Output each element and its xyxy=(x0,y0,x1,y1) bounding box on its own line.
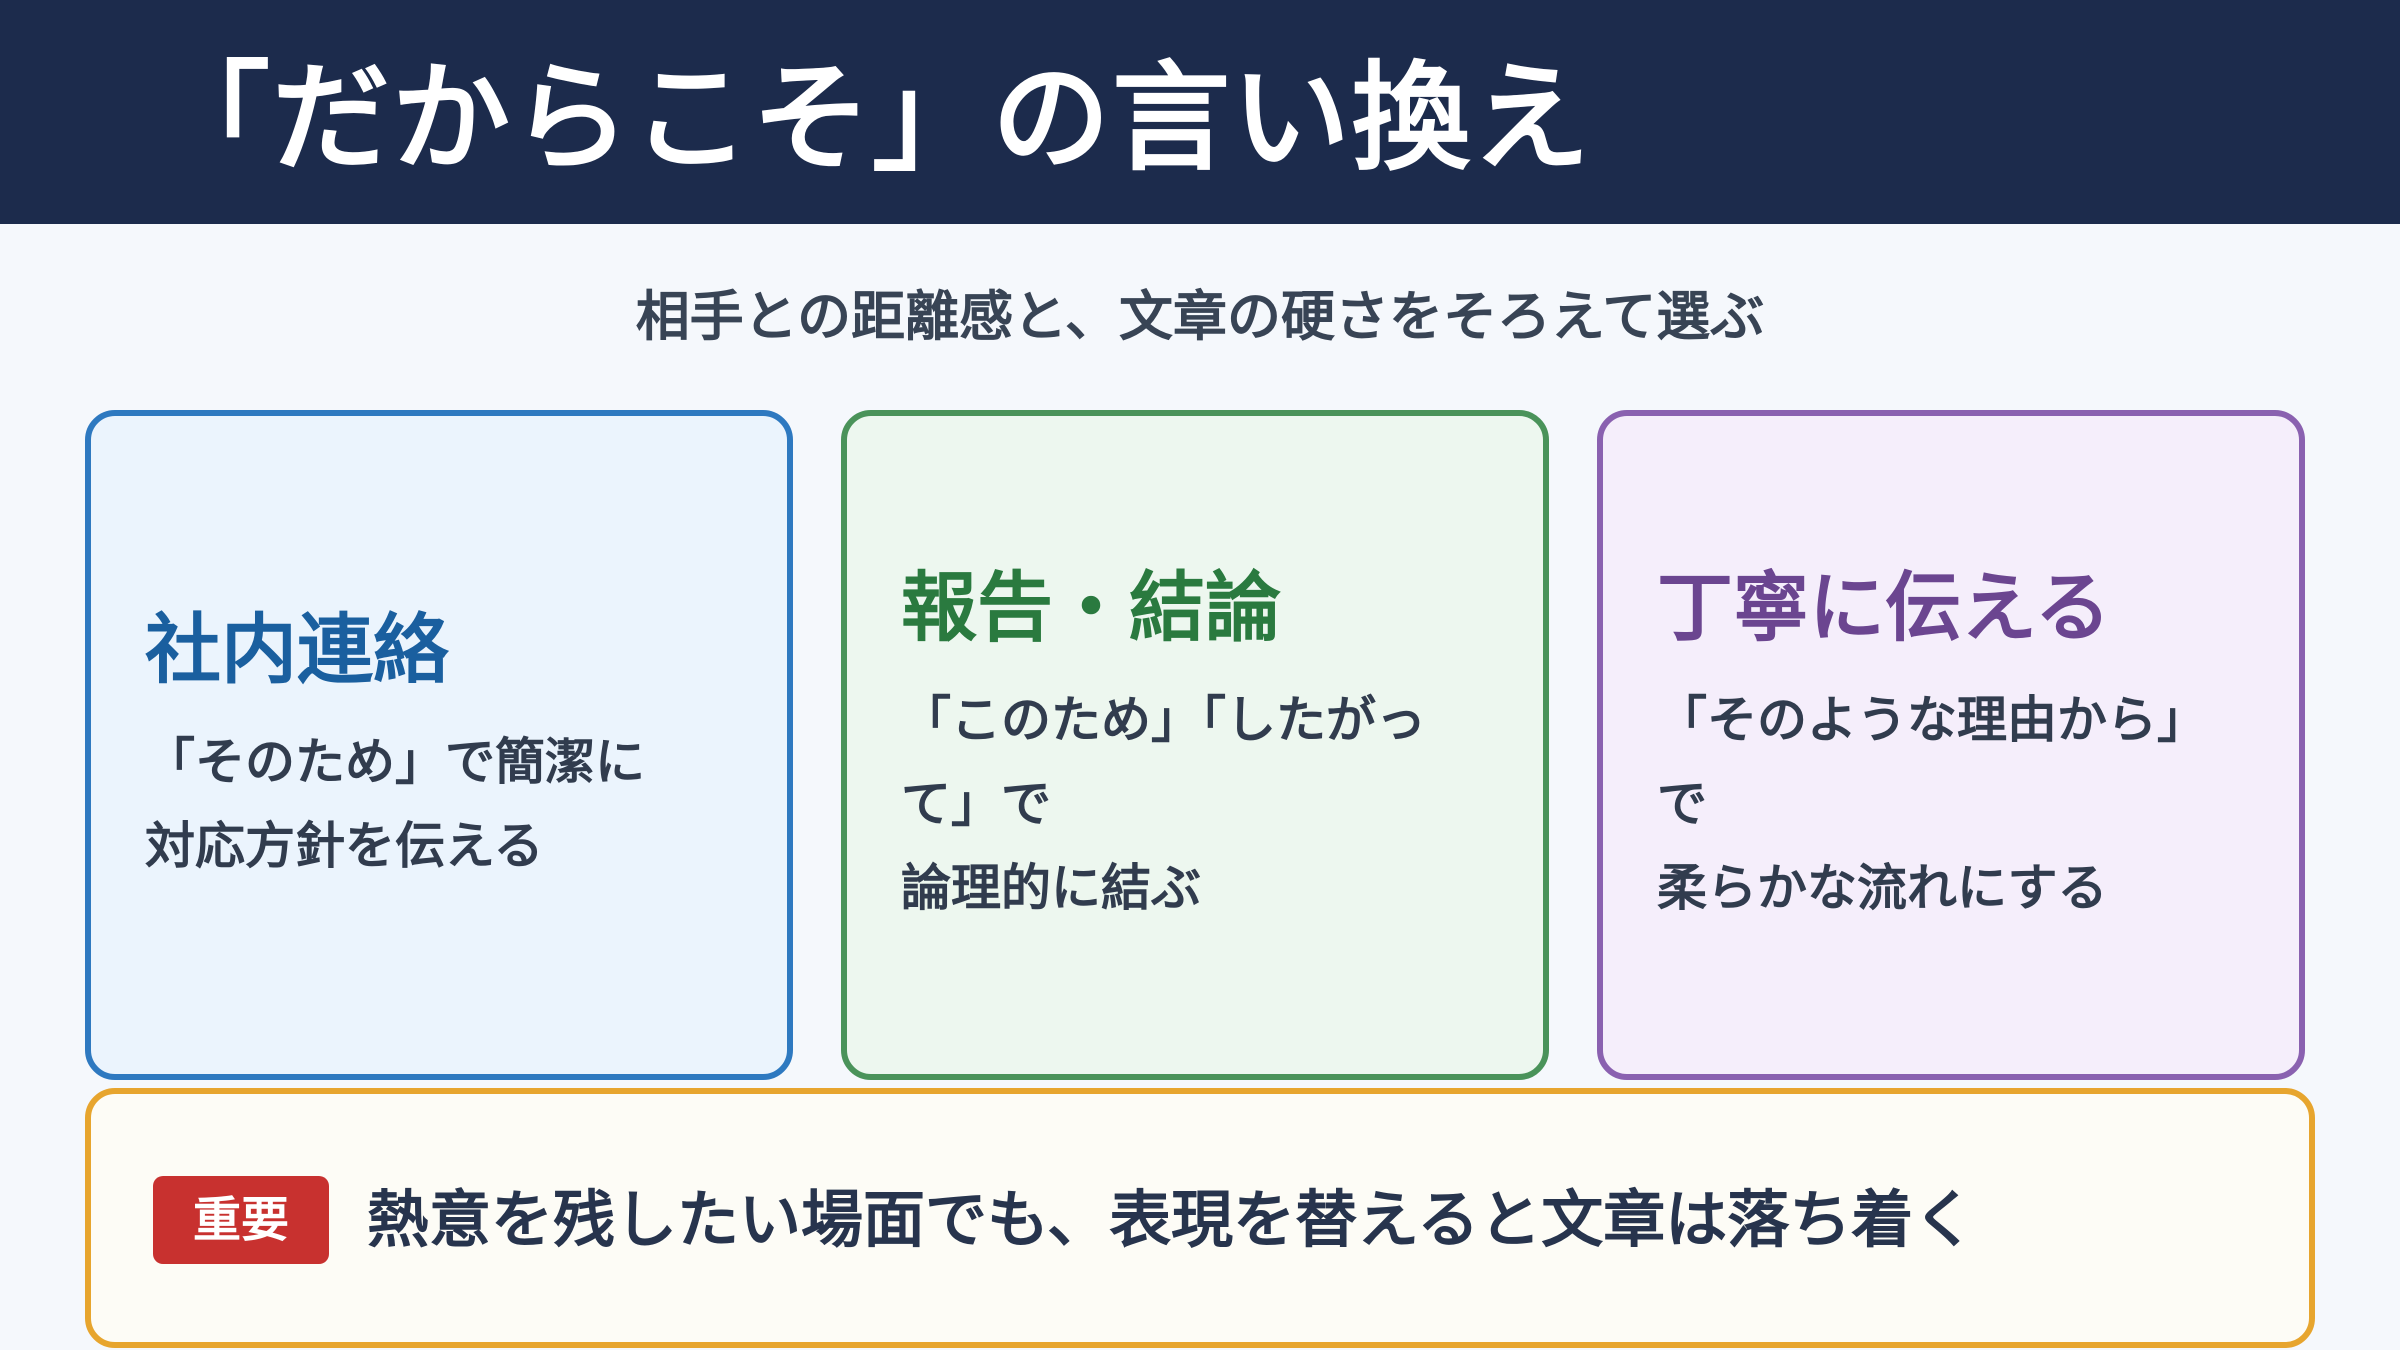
card-content: 丁寧に伝える 「そのような理由から」 で 柔らかな流れにする xyxy=(1657,416,2259,1074)
card-report-conclusion: 報告・結論 「このため」「したがっ て」で 論理的に結ぶ xyxy=(841,410,1549,1080)
card-content: 社内連絡 「そのため」で簡潔に 対応方針を伝える xyxy=(145,416,747,1074)
card-internal-communication: 社内連絡 「そのため」で簡潔に 対応方針を伝える xyxy=(85,410,793,1080)
subtitle: 相手との距離感と、文章の硬さをそろえて選ぶ xyxy=(635,285,1765,348)
note-text: 熱意を残したい場面でも、表現を替えると文章は落ち着く xyxy=(367,1183,1976,1256)
card-body: 「そのため」で簡潔に 対応方針を伝える xyxy=(145,733,645,875)
important-badge: 重要 xyxy=(153,1176,329,1264)
card-title: 丁寧に伝える xyxy=(1657,563,2111,652)
card-content: 報告・結論 「このため」「したがっ て」で 論理的に結ぶ xyxy=(901,416,1503,1074)
card-title: 報告・結論 xyxy=(901,563,1281,652)
card-body: 「このため」「したがっ て」で 論理的に結ぶ xyxy=(901,691,1426,917)
card-title: 社内連絡 xyxy=(145,605,449,694)
page-title: 「だからこそ」の言い換え xyxy=(152,49,1593,187)
card-polite-expression: 丁寧に伝える 「そのような理由から」 で 柔らかな流れにする xyxy=(1597,410,2305,1080)
card-body: 「そのような理由から」 で 柔らかな流れにする xyxy=(1657,691,2207,917)
header-bar: 「だからこそ」の言い換え xyxy=(0,0,2400,224)
important-note: 重要 熱意を残したい場面でも、表現を替えると文章は落ち着く xyxy=(85,1088,2315,1348)
